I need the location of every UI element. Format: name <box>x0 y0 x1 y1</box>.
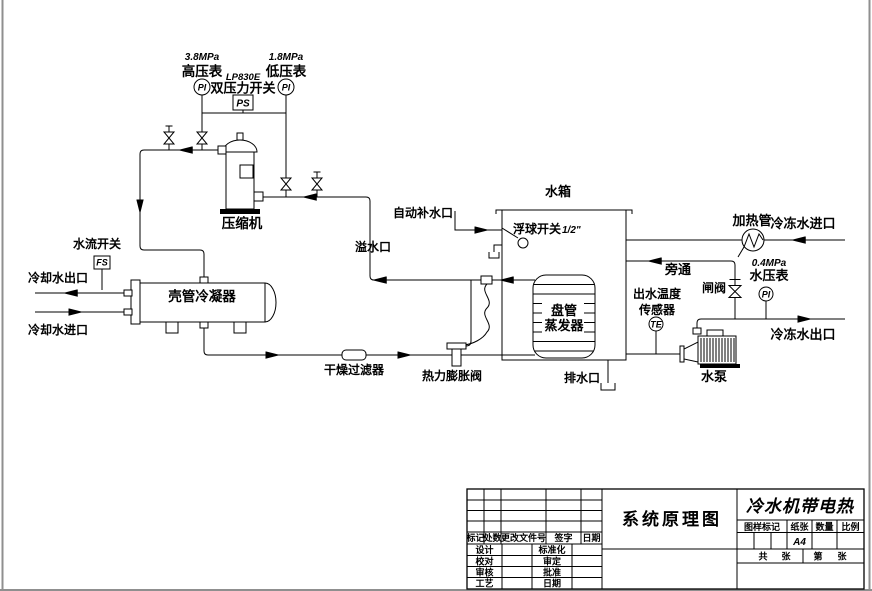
tb-role-process: 工艺 <box>475 578 493 589</box>
sensing-bulb <box>480 275 493 285</box>
water-pressure-gauge: PI 0.4MPa 水压表 <box>749 258 789 319</box>
cooling-in-label: 冷却水进口 <box>28 322 88 337</box>
float-switch-size: 1/2" <box>562 225 581 236</box>
coil-label-2: 蒸发器 <box>544 318 584 333</box>
equalizer-line <box>465 280 472 347</box>
capillary-line <box>463 283 490 346</box>
water-pump: 水泵 <box>679 327 740 384</box>
tank-label: 水箱 <box>545 184 571 199</box>
water-tank: 水箱 自动补水口 溢水口 浮球开关 1/2" 盘管 蒸发器 排水口 <box>355 184 633 391</box>
chilled-water-circuit: 加热管 冷冻水进口 旁通 闸阀 PI 0.4MPa 水压表 冷冻水出口 TE 出… <box>626 213 845 384</box>
lp-gauge-tag: PI <box>282 83 291 93</box>
outlet-temp-sensor: TE 出水温度 传感器 <box>633 286 682 354</box>
temp-sensor-label-2: 传感器 <box>638 302 676 317</box>
tb-info-scale: 比例 <box>841 521 859 532</box>
filter-drier: 干燥过滤器 <box>324 349 385 377</box>
hp-label: 高压表 <box>182 63 223 79</box>
service-valves <box>162 125 324 197</box>
title-block: 标记 处数 更改文件号 签字 日期 设计 标准化 校对 审定 审核 批准 工艺 … <box>465 488 865 590</box>
dual-switch-label: 双压力开关 <box>210 81 275 96</box>
cooling-out-label: 冷却水出口 <box>28 270 88 285</box>
compressor: 压缩机 <box>217 132 264 231</box>
flow-switch-icon <box>93 255 111 270</box>
flow-switch-label: 水流开关 <box>73 236 121 251</box>
lp-value: 1.8MPa <box>269 52 304 63</box>
te-tag: TE <box>650 320 662 330</box>
tb-rev-doc: 更改文件号 <box>501 532 546 543</box>
condenser-label: 壳管冷凝器 <box>167 288 236 304</box>
hp-gauge-tag: PI <box>198 83 207 93</box>
tb-info-paper: 纸张 <box>790 521 809 532</box>
refrigerant-piping <box>139 149 535 356</box>
tb-role-approve: 批准 <box>543 567 561 578</box>
tb-rev-mark: 标记 <box>465 532 484 543</box>
gate-valve-label: 闸阀 <box>702 280 726 295</box>
txv-label: 热力膨胀阀 <box>422 368 482 383</box>
tb-info-qty: 数量 <box>815 521 833 532</box>
condenser: 壳管冷凝器 <box>123 276 277 334</box>
tb-rev-sign: 签字 <box>553 532 572 543</box>
tb-total-1: 共 <box>758 551 767 562</box>
tb-rev-count: 处数 <box>482 532 502 543</box>
bypass-label: 旁通 <box>664 262 691 277</box>
wp-label: 水压表 <box>749 268 789 283</box>
tb-no-2: 张 <box>837 551 847 562</box>
gate-valve: 闸阀 <box>702 279 743 298</box>
tb-info-mark: 图样标记 <box>744 521 780 532</box>
coil-label-1: 盘管 <box>551 303 577 318</box>
pump-label: 水泵 <box>701 369 727 384</box>
tb-role-standard: 标准化 <box>537 544 565 555</box>
float-ball-icon <box>517 237 529 249</box>
drain-label: 排水口 <box>564 370 600 385</box>
coil-evaporator: 盘管 蒸发器 <box>532 274 596 359</box>
cooling-water-lines: FS 水流开关 冷却水出口 冷却水进口 <box>28 236 124 337</box>
pressure-switch-icon <box>232 94 254 111</box>
chilled-in-label: 冷冻水进口 <box>770 216 835 231</box>
expansion-valve: 热力膨胀阀 <box>422 275 493 383</box>
tb-role-proof: 校对 <box>475 556 493 567</box>
drier-label: 干燥过滤器 <box>324 362 385 377</box>
compressor-label: 压缩机 <box>222 215 263 231</box>
drawing-title: 系统原理图 <box>622 509 722 529</box>
wp-tag: PI <box>762 290 771 300</box>
lp-label: 低压表 <box>265 63 307 79</box>
tb-rev-date: 日期 <box>582 532 600 543</box>
tb-paper-value: A4 <box>792 537 806 548</box>
tb-role-examine: 审定 <box>543 556 562 567</box>
flow-arrows <box>59 146 815 359</box>
compressor-window <box>239 164 254 179</box>
low-pressure-gauge-icon <box>277 78 295 96</box>
overflow-label: 溢水口 <box>355 239 391 254</box>
heater-label: 加热管 <box>731 213 771 228</box>
pressure-instruments: PI PI PS 3.8MPa 高压表 LP830E 双压力开关 1.8MPa … <box>182 52 307 197</box>
hp-value: 3.8MPa <box>185 52 220 63</box>
high-pressure-gauge-icon <box>193 78 211 96</box>
tb-role-date: 日期 <box>543 578 561 589</box>
temp-sensor-label-1: 出水温度 <box>633 286 682 301</box>
tb-role-design: 设计 <box>475 544 493 555</box>
wp-value: 0.4MPa <box>752 258 787 269</box>
heater: 加热管 <box>731 213 772 258</box>
dual-switch-model: LP830E <box>226 72 261 83</box>
float-switch-label: 浮球开关 <box>513 221 561 236</box>
tb-no-1: 第 <box>813 551 822 562</box>
chilled-out-label: 冷冻水出口 <box>770 327 835 342</box>
product-title: 冷水机带电热 <box>746 497 855 516</box>
tb-role-review: 审核 <box>475 567 493 578</box>
flow-switch-tag: FS <box>96 258 108 268</box>
auto-fill-label: 自动补水口 <box>393 205 453 220</box>
tb-total-2: 张 <box>781 551 791 562</box>
ps-tag: PS <box>236 99 250 110</box>
